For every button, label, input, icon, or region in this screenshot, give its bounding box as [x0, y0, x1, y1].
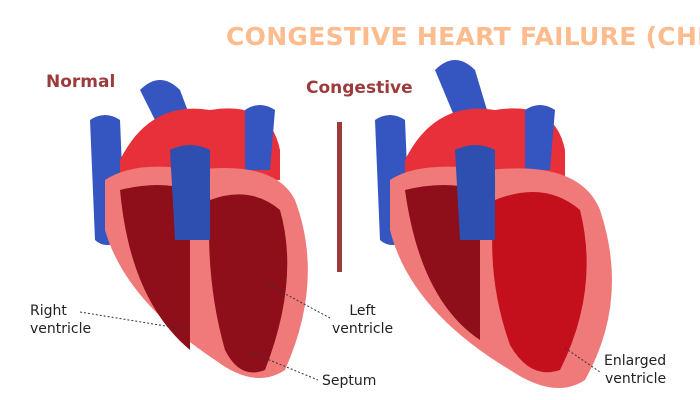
normal-heart-illustration	[90, 80, 308, 378]
left-ventricle-line2: ventricle	[332, 321, 394, 337]
right-ventricle-label: Right ventricle	[30, 302, 91, 338]
divider	[337, 122, 342, 272]
enlarged-ventricle-line1: Enlarged	[604, 353, 667, 369]
left-ventricle-label: Left ventricle	[332, 302, 393, 338]
enlarged-ventricle-line2: ventricle	[604, 371, 667, 387]
congestive-heart-illustration	[375, 60, 612, 388]
right-ventricle-line1: Right	[30, 303, 67, 319]
normal-label: Normal	[46, 72, 116, 92]
diagram-title: CONGESTIVE HEART FAILURE (CHF)	[226, 22, 700, 51]
enlarged-ventricle-label: Enlarged ventricle	[604, 352, 666, 388]
congestive-label: Congestive	[306, 78, 413, 98]
left-ventricle-line1: Left	[349, 303, 376, 319]
septum-label: Septum	[322, 373, 377, 389]
right-ventricle-line2: ventricle	[30, 321, 92, 337]
